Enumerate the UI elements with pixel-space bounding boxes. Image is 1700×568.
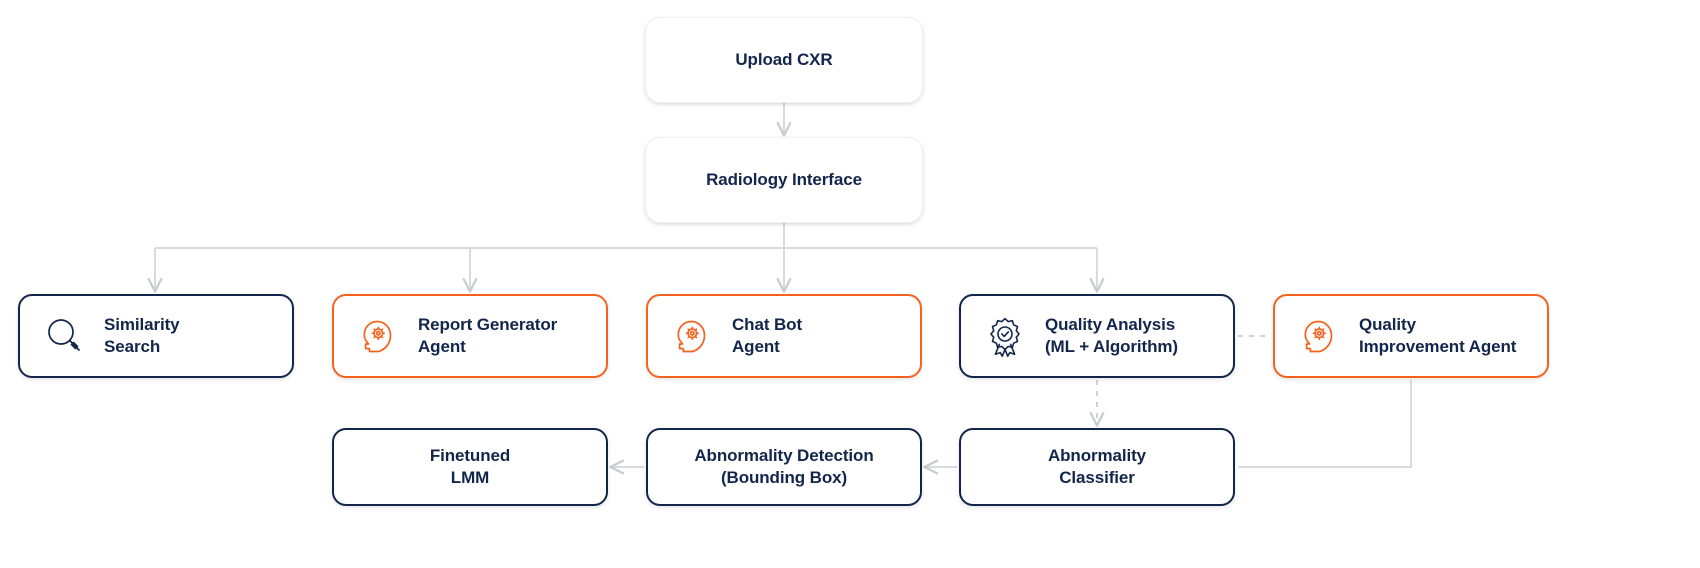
head-gear-icon <box>356 314 400 358</box>
node-radiology-interface[interactable]: Radiology Interface <box>645 137 923 223</box>
head-gear-icon <box>670 314 714 358</box>
node-label: Radiology Interface <box>706 169 862 189</box>
node-label: Abnormality Detection (Bounding Box) <box>694 445 874 487</box>
node-abnormality-detection[interactable]: Abnormality Detection (Bounding Box) <box>646 428 922 506</box>
node-report-generator-agent[interactable]: Report Generator Agent <box>332 294 608 378</box>
node-label: Quality Analysis (ML + Algorithm) <box>1045 314 1178 356</box>
node-chat-bot-agent[interactable]: Chat Bot Agent <box>646 294 922 378</box>
node-label: Finetuned LMM <box>429 445 511 487</box>
node-similarity-search[interactable]: Similarity Search <box>18 294 294 378</box>
magnifier-icon <box>42 314 86 358</box>
node-finetuned-lmm[interactable]: Finetuned LMM <box>332 428 608 506</box>
node-abnormality-classifier[interactable]: Abnormality Classifier <box>959 428 1235 506</box>
node-label: Similarity Search <box>104 314 180 356</box>
edge-improvement-return <box>1238 380 1412 468</box>
node-quality-improvement-agent[interactable]: Quality Improvement Agent <box>1273 294 1549 378</box>
node-label: Upload CXR <box>735 49 833 69</box>
node-upload-cxr[interactable]: Upload CXR <box>645 17 923 103</box>
node-quality-analysis[interactable]: Quality Analysis (ML + Algorithm) <box>959 294 1235 378</box>
head-gear-icon <box>1297 314 1341 358</box>
node-label: Abnormality Classifier <box>1047 445 1147 487</box>
node-label: Report Generator Agent <box>418 314 558 356</box>
node-label: Chat Bot Agent <box>732 314 803 356</box>
award-check-icon <box>983 314 1027 358</box>
node-label: Quality Improvement Agent <box>1359 314 1517 356</box>
